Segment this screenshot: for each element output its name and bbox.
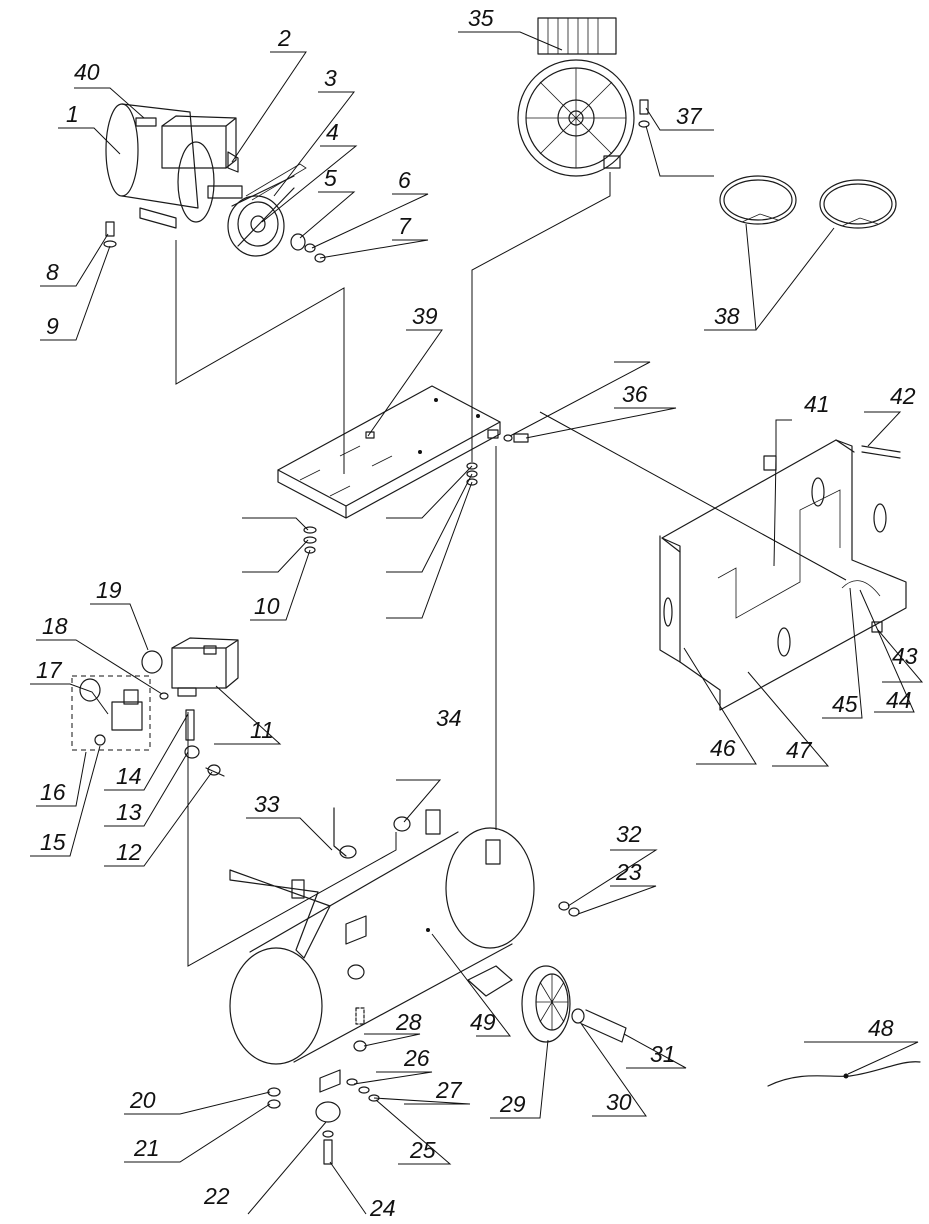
callout-23: 23	[615, 859, 642, 885]
callout-5: 5	[324, 165, 337, 191]
callout-39: 39	[412, 303, 438, 329]
callout-43: 43	[892, 643, 918, 669]
electric-motor	[105, 103, 243, 229]
callout-47: 47	[786, 737, 813, 763]
callout-3: 3	[324, 65, 337, 91]
callout-12: 12	[116, 839, 142, 865]
callout-32: 32	[616, 821, 642, 847]
callout-42: 42	[890, 383, 916, 409]
callout-40: 40	[74, 59, 100, 85]
callout-1: 1	[66, 101, 79, 127]
callout-41: 41	[804, 391, 830, 417]
callout-35: 35	[468, 5, 494, 31]
base-plate-fasteners	[303, 433, 529, 554]
air-hose-connector	[843, 1073, 849, 1079]
callout-7: 7	[398, 213, 412, 239]
callout-29: 29	[499, 1091, 526, 1117]
callout-33: 33	[254, 791, 280, 817]
callout-15: 15	[40, 829, 66, 855]
callout-8: 8	[46, 259, 59, 285]
callout-6: 6	[398, 167, 411, 193]
callout-37: 37	[676, 103, 703, 129]
callout-18: 18	[42, 613, 68, 639]
callout-2: 2	[277, 25, 291, 51]
callout-38: 38	[714, 303, 740, 329]
air-hose	[767, 1061, 921, 1087]
callout-46: 46	[710, 735, 736, 761]
callout-17: 17	[36, 657, 63, 683]
callout-31: 31	[650, 1041, 676, 1067]
callout-28: 28	[395, 1009, 422, 1035]
wheel-assembly	[521, 901, 627, 1043]
callout-11: 11	[250, 717, 274, 743]
callout-19: 19	[96, 577, 122, 603]
air-tank	[229, 809, 535, 1093]
callout-24: 24	[369, 1195, 396, 1221]
leader-lines	[30, 31, 924, 1215]
callout-13: 13	[116, 799, 142, 825]
callout-4: 4	[326, 119, 339, 145]
callout-36: 36	[622, 381, 648, 407]
assembly-lines	[175, 172, 847, 967]
callout-22: 22	[203, 1183, 230, 1209]
callout-10: 10	[254, 593, 280, 619]
callout-34: 34	[436, 705, 462, 731]
callout-9: 9	[46, 313, 59, 339]
wire-coils	[719, 175, 897, 229]
callout-30: 30	[606, 1089, 632, 1115]
callout-49: 49	[470, 1009, 496, 1035]
mounting-base-plate	[277, 385, 501, 519]
callout-labels: 1 2 3 4 5 6 7 8 9 10 11 12 13 14 15 16 1…	[36, 5, 918, 1221]
pressure-switch-group	[71, 637, 239, 777]
compressor-pump	[517, 17, 650, 177]
callout-27: 27	[435, 1077, 463, 1103]
bolt-8-washer-9	[103, 221, 117, 248]
belt-guard	[659, 439, 907, 711]
belt-pulley-assembly	[227, 151, 326, 263]
callout-26: 26	[403, 1045, 430, 1071]
callout-45: 45	[832, 691, 858, 717]
callout-20: 20	[129, 1087, 156, 1113]
callout-25: 25	[409, 1137, 436, 1163]
callout-16: 16	[40, 779, 66, 805]
callout-48: 48	[868, 1015, 894, 1041]
callout-44: 44	[886, 687, 912, 713]
callout-14: 14	[116, 763, 142, 789]
callout-21: 21	[133, 1135, 160, 1161]
